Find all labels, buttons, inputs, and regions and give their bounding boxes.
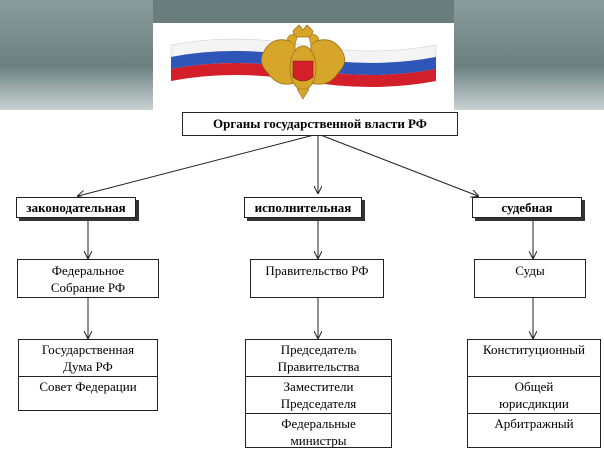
member-constitutional: Конституционный (468, 340, 600, 377)
members-legislative: Государственная Дума РФ Совет Федерации (18, 339, 158, 411)
member-chairman: Председатель Правительства (246, 340, 391, 377)
body-courts: Суды (474, 259, 586, 298)
branch-legislative: законодательная (16, 197, 136, 218)
member-general-jurisdiction: Общей юрисдикции (468, 377, 600, 414)
member-federation-council: Совет Федерации (39, 379, 137, 394)
top-center-band (153, 0, 454, 23)
body-federal-assembly: Федеральное Собрание РФ (17, 259, 159, 298)
body-government: Правительство РФ (250, 259, 384, 298)
left-background-band (0, 0, 153, 110)
root-node: Органы государственной власти РФ (182, 112, 458, 136)
member-state-duma: Государственная Дума РФ (19, 340, 157, 377)
members-executive: Председатель Правительства Заместители П… (245, 339, 392, 448)
right-background-band (454, 0, 604, 110)
member-ministers: Федеральные министры (281, 416, 356, 448)
members-judicial: Конституционный Общей юрисдикции Арбитра… (467, 339, 601, 448)
russian-flag-emblem-icon (170, 24, 437, 100)
flag-banner (153, 23, 454, 110)
branch-judicial: судебная (472, 197, 582, 218)
member-arbitration: Арбитражный (494, 416, 574, 431)
branch-executive: исполнительная (244, 197, 362, 218)
member-deputies: Заместители Председателя (246, 377, 391, 414)
